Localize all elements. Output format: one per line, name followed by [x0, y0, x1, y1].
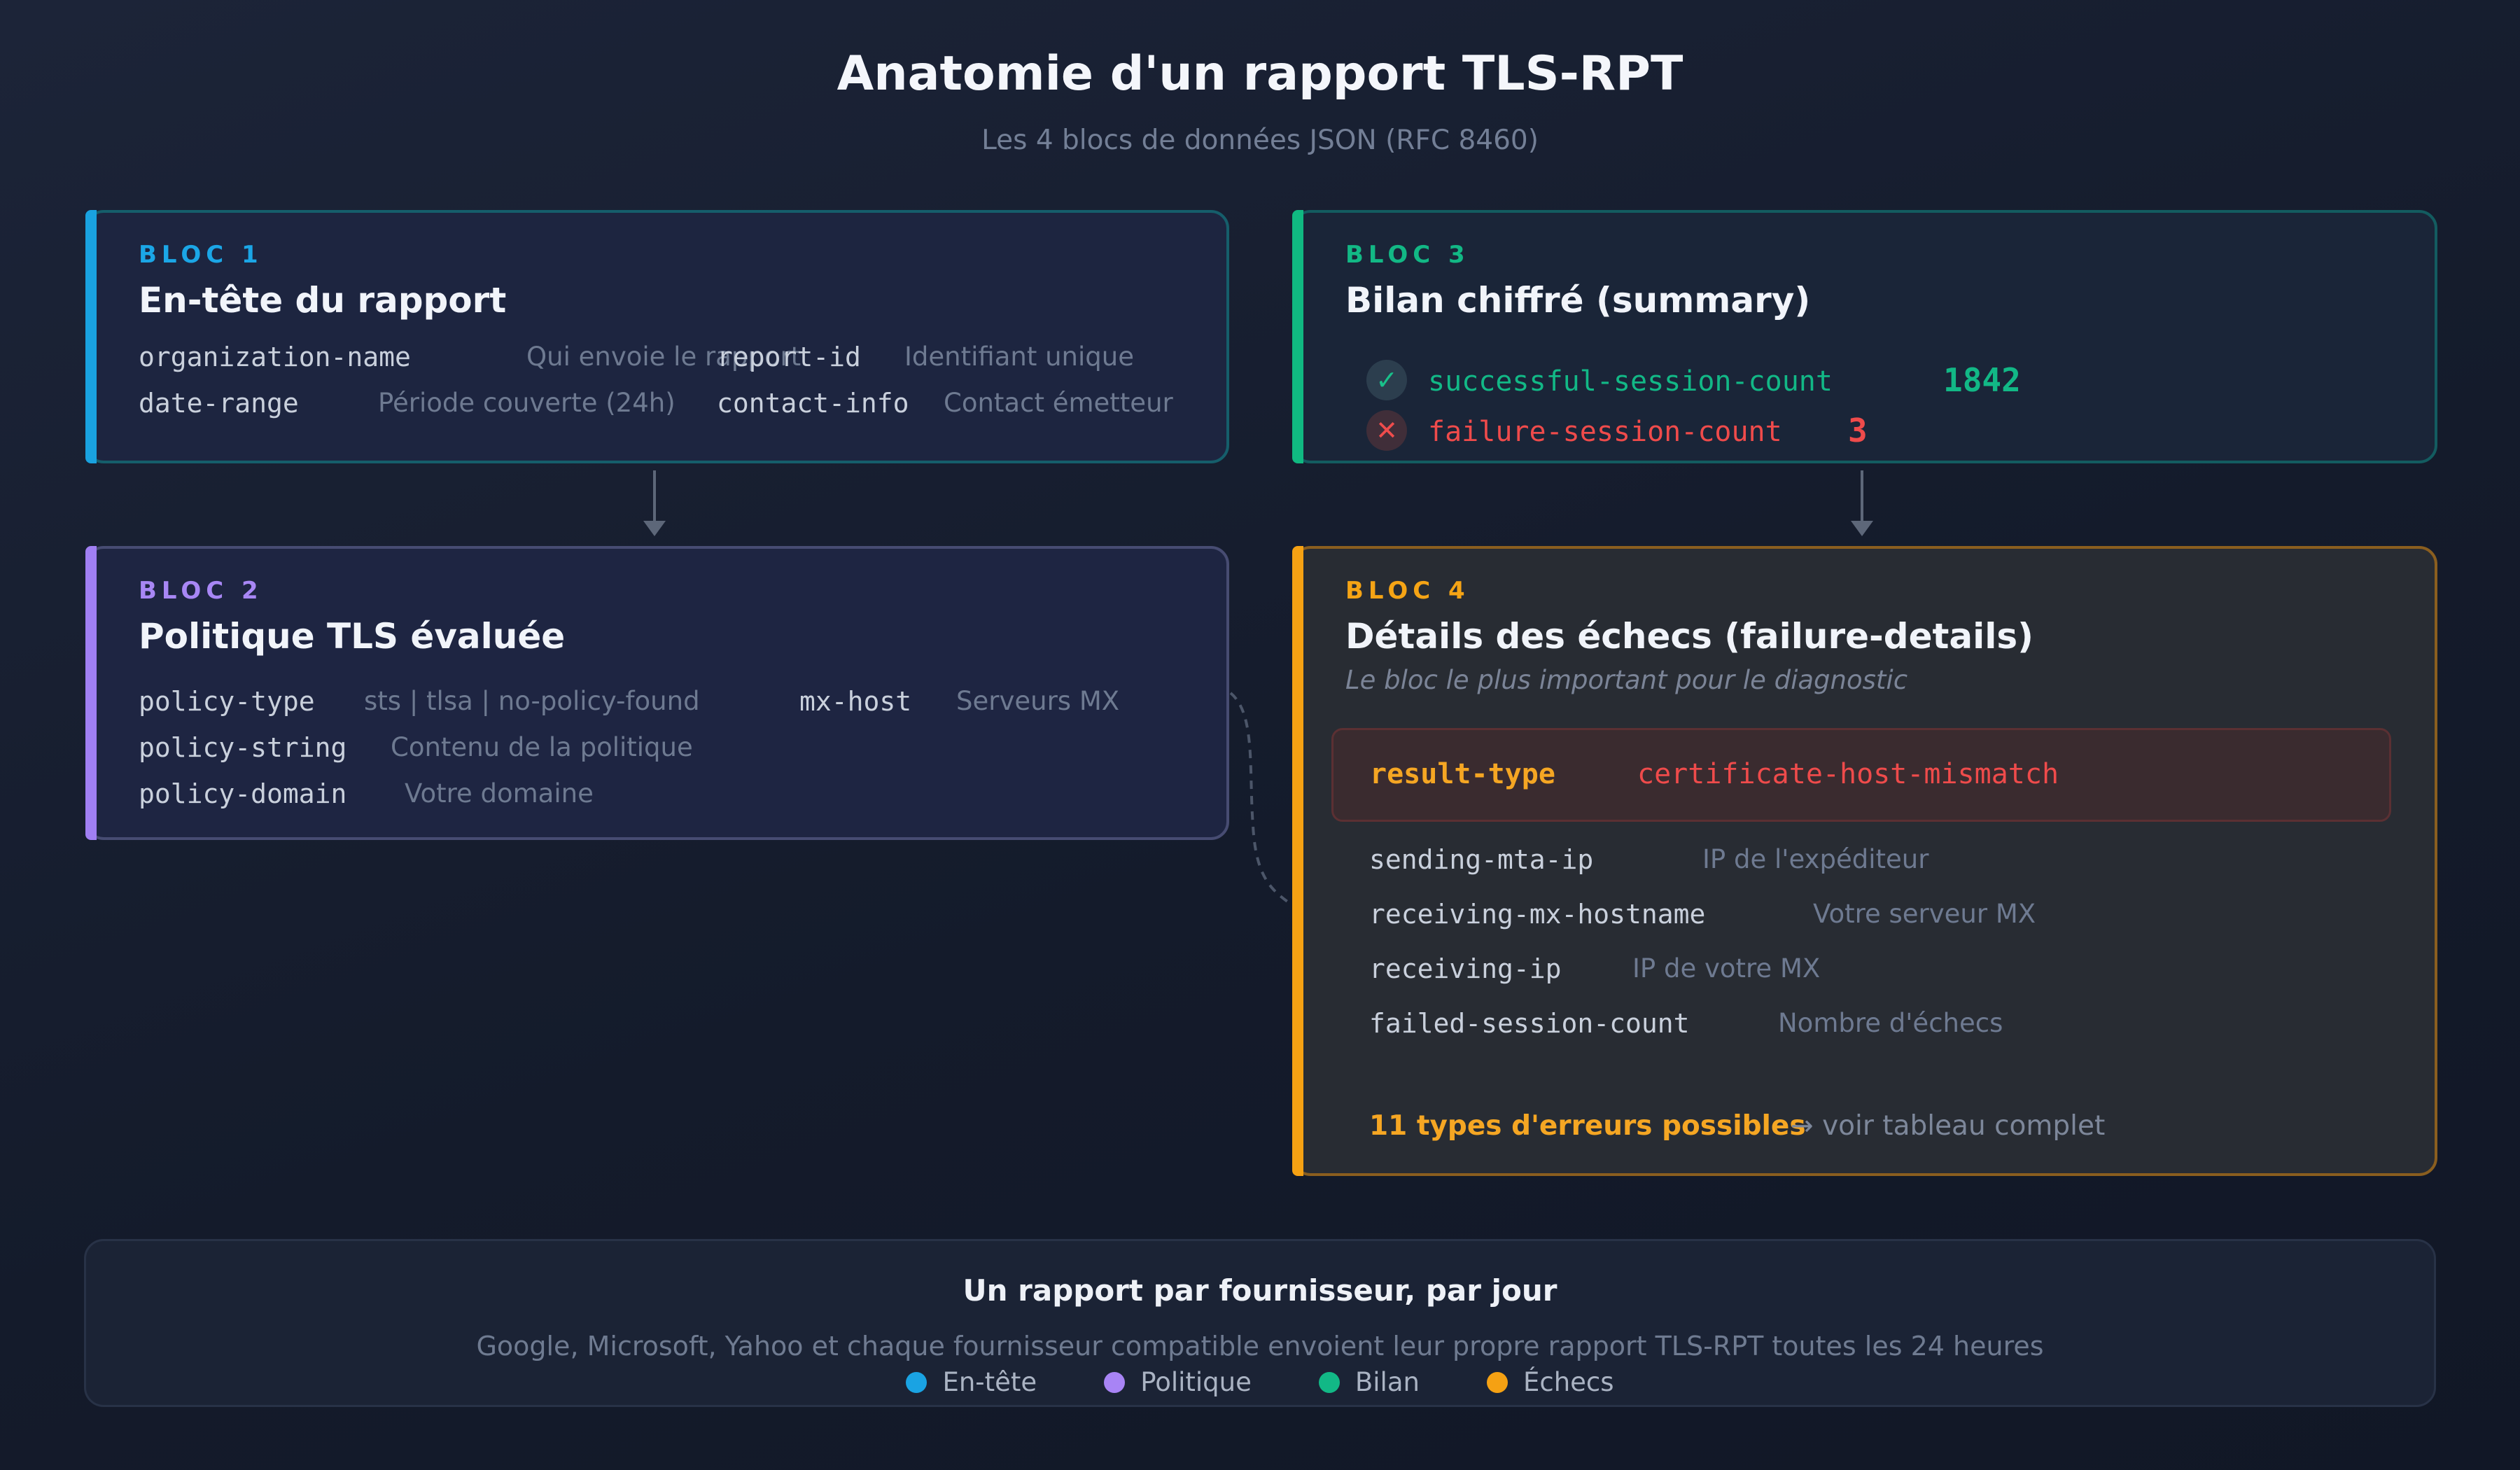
legend-item: Politique — [1104, 1367, 1252, 1397]
field-desc: Contact émetteur — [944, 388, 1173, 418]
bloc1-tag: BLOC 1 — [139, 241, 263, 269]
legend-label: Bilan — [1354, 1367, 1420, 1397]
dashed-connector — [1229, 692, 1291, 904]
legend-item: En-tête — [906, 1367, 1037, 1397]
field-key: receiving-ip — [1369, 953, 1562, 984]
cross-icon: ✕ — [1366, 410, 1407, 451]
field-desc: Serveurs MX — [956, 686, 1120, 716]
bloc4-card: BLOC 4 Détails des échecs (failure-detai… — [1292, 546, 2437, 1176]
footer-description: Google, Microsoft, Yahoo et chaque fourn… — [476, 1331, 2044, 1362]
field-desc: sts | tlsa | no-policy-found — [364, 686, 700, 716]
result-type-value: certificate-host-mismatch — [1637, 758, 2059, 790]
bloc1-title: En-tête du rapport — [139, 280, 507, 321]
legend-dot-icon — [906, 1371, 927, 1393]
field-key: policy-type — [139, 686, 315, 717]
success-count-label: successful-session-count — [1428, 365, 1833, 398]
success-count-value: 1842 — [1943, 361, 2021, 399]
legend-dot-icon — [1318, 1371, 1340, 1393]
result-type-key: result-type — [1370, 758, 1555, 790]
field-key: mx-host — [799, 686, 912, 717]
bloc2-card: BLOC 2 Politique TLS évaluée policy-type… — [85, 546, 1229, 840]
bloc3-card: BLOC 3 Bilan chiffré (summary) ✓ success… — [1292, 210, 2437, 463]
field-key: report-id — [717, 342, 861, 372]
legend-dot-icon — [1486, 1371, 1508, 1393]
failure-count-value: 3 — [1848, 412, 1868, 449]
bloc4-accent-bar — [1292, 546, 1303, 1176]
bloc4-title: Détails des échecs (failure-details) — [1345, 616, 2034, 657]
bloc3-tag: BLOC 3 — [1345, 241, 1470, 269]
result-type-box: result-type certificate-host-mismatch — [1331, 728, 2391, 822]
page-subtitle: Les 4 blocs de données JSON (RFC 8460) — [981, 125, 1539, 156]
field-key: date-range — [139, 388, 299, 419]
bloc1-card: BLOC 1 En-tête du rapport organization-n… — [85, 210, 1229, 463]
footer-title: Un rapport par fournisseur, par jour — [962, 1273, 1558, 1308]
error-types-count: 11 types d'erreurs possibles — [1369, 1110, 1806, 1142]
field-desc: Contenu de la politique — [391, 732, 693, 762]
bloc3-accent-bar — [1292, 210, 1303, 463]
field-key: policy-domain — [139, 778, 347, 809]
field-desc: Période couverte (24h) — [378, 388, 676, 418]
check-icon: ✓ — [1366, 360, 1407, 400]
footer-panel: Un rapport par fournisseur, par jour Goo… — [84, 1239, 2436, 1407]
bloc2-accent-bar — [85, 546, 97, 840]
failure-count-label: failure-session-count — [1428, 416, 1782, 448]
field-key: policy-string — [139, 732, 347, 763]
field-desc: Votre domaine — [405, 778, 594, 808]
bloc4-subtitle: Le bloc le plus important pour le diagno… — [1345, 665, 1908, 695]
arrow-down-icon — [643, 470, 666, 536]
field-key: failed-session-count — [1369, 1008, 1690, 1039]
field-desc: Qui envoie le rapport — [526, 342, 802, 372]
field-desc: IP de l'expéditeur — [1702, 844, 1929, 874]
bloc1-accent-bar — [85, 210, 97, 463]
legend-label: Politique — [1140, 1367, 1252, 1397]
field-key: sending-mta-ip — [1369, 844, 1594, 875]
legend: En-tête Politique Bilan Échecs — [86, 1367, 2434, 1397]
bloc3-title: Bilan chiffré (summary) — [1345, 280, 1811, 321]
field-desc: IP de votre MX — [1632, 953, 1821, 983]
bloc2-tag: BLOC 2 — [139, 577, 263, 605]
field-desc: Votre serveur MX — [1813, 899, 2036, 929]
page-title: Anatomie d'un rapport TLS-RPT — [836, 46, 1684, 102]
legend-label: Échecs — [1522, 1367, 1614, 1397]
legend-item: Échecs — [1486, 1367, 1614, 1397]
legend-dot-icon — [1104, 1371, 1126, 1393]
arrow-down-icon — [1851, 470, 1873, 536]
field-key: organization-name — [139, 342, 411, 372]
bloc2-title: Politique TLS évaluée — [139, 616, 566, 657]
bloc4-tag: BLOC 4 — [1345, 577, 1470, 605]
full-table-link[interactable]: → voir tableau complet — [1791, 1110, 2106, 1142]
legend-item: Bilan — [1318, 1367, 1420, 1397]
field-desc: Nombre d'échecs — [1778, 1008, 2003, 1038]
field-key: contact-info — [717, 388, 909, 419]
field-key: receiving-mx-hostname — [1369, 899, 1706, 930]
field-desc: Identifiant unique — [904, 342, 1134, 372]
legend-label: En-tête — [942, 1367, 1037, 1397]
